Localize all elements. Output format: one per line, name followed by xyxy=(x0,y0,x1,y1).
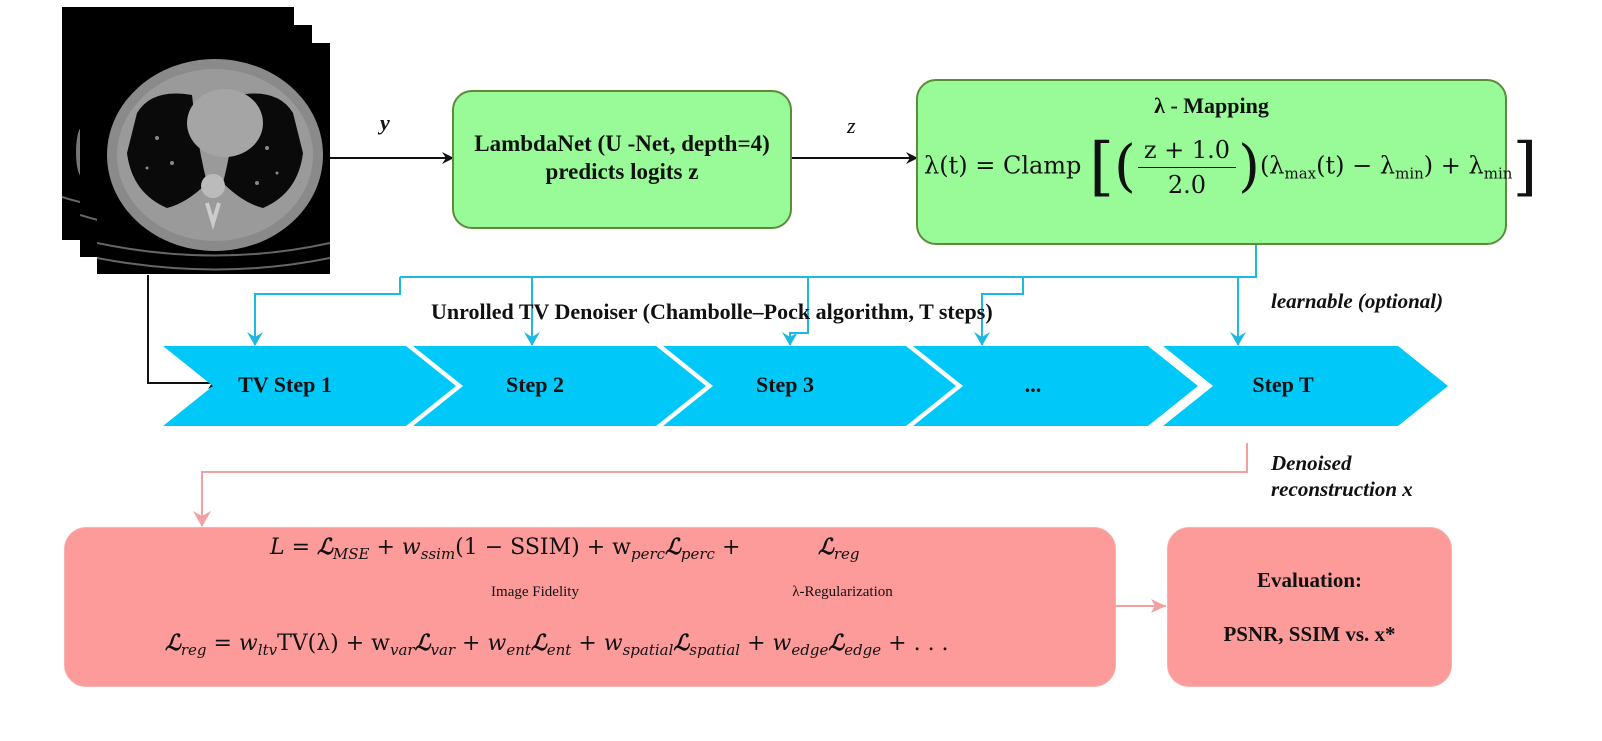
edge-sub2: edge xyxy=(844,641,882,659)
plus-w-spatial: + w xyxy=(571,631,623,656)
output-label-line2: reconstruction x xyxy=(1271,477,1413,501)
loss-perc-symbol: ℒ xyxy=(665,534,681,560)
edge-sub: edge xyxy=(791,641,829,659)
ct-chest-slice-icon xyxy=(97,59,330,271)
sub-min: min xyxy=(1395,164,1424,183)
loss-L: L xyxy=(270,535,285,560)
sub-max: max xyxy=(1284,164,1317,183)
reg-sub: reg xyxy=(180,641,207,659)
chevron-step-T xyxy=(1163,346,1448,426)
formula-lhs: λ(t) = Clamp xyxy=(924,151,1082,180)
loss-reg-symbol: ℒ xyxy=(818,534,834,560)
loss-reg-term: ℒreg xyxy=(818,534,860,563)
lambdanet-line1: LambdaNet (U -Net, depth=4) xyxy=(474,131,770,156)
reg-eq: = w xyxy=(206,631,258,656)
output-label-line1: Denoised xyxy=(1271,451,1352,475)
edge-stepT-to-loss xyxy=(193,443,1248,527)
spatial-symbol: ℒ xyxy=(673,630,690,656)
chevron-step-ellipsis xyxy=(913,346,1198,426)
tv-term: TV(λ) + w xyxy=(277,631,391,656)
loss-plus-w: + w xyxy=(369,535,421,560)
step-2-label[interactable]: Step 2 xyxy=(505,372,565,397)
loss-reg-sub: reg xyxy=(833,545,860,563)
formula-rhs-mid: (t) − λ xyxy=(1316,151,1396,180)
loss-mse-sub: MSE xyxy=(332,545,370,563)
edge-lambda-trunk xyxy=(400,244,1257,278)
var-sub: var xyxy=(390,641,415,659)
ltv-sub: ltv xyxy=(257,641,278,659)
edge-symbol: ℒ xyxy=(828,630,845,656)
loss-formula-line1: L = ℒMSE + wssim(1 − SSIM) + wpercℒperc … xyxy=(270,534,740,563)
chevron-step-3 xyxy=(663,346,956,426)
chevron-step-2 xyxy=(413,346,706,426)
brace-label-regularization: λ-Regularization xyxy=(792,584,893,600)
step-3-label[interactable]: Step 3 xyxy=(755,372,815,397)
lambdanet-line2: predicts logits z xyxy=(545,159,699,184)
step-ellipsis-label[interactable]: ... xyxy=(1024,372,1042,397)
open-bracket: [ xyxy=(1089,130,1115,204)
lambdanet-label: LambdaNet (U -Net, depth=4) predicts log… xyxy=(454,130,790,186)
edge-image-to-step1 xyxy=(147,275,220,389)
fraction-denominator: 2.0 xyxy=(1167,170,1207,199)
open-paren: ( xyxy=(1114,134,1136,199)
close-bracket: ] xyxy=(1512,130,1538,204)
ent-sub2: ent xyxy=(546,641,572,659)
loss-ssim-term: (1 − SSIM) + w xyxy=(455,535,631,560)
loss-node[interactable] xyxy=(64,527,1116,687)
close-paren: ) xyxy=(1238,134,1260,199)
edge-lambda-to-step-ellipsis xyxy=(974,277,1024,346)
var-sub2: var xyxy=(430,641,456,659)
var-symbol: ℒ xyxy=(414,630,431,656)
edge-label-z: z xyxy=(847,113,856,138)
edge-lambda-to-step1 xyxy=(247,277,401,346)
loss-mse-symbol: ℒ xyxy=(317,534,333,560)
loss-formula-line2: ℒreg = wltvTV(λ) + wvarℒvar + wentℒent +… xyxy=(165,630,949,659)
evaluation-node[interactable]: Evaluation: PSNR, SSIM vs. x* xyxy=(1167,527,1452,687)
brace-label-image-fidelity: Image Fidelity xyxy=(491,584,579,600)
output-label: Denoised reconstruction x xyxy=(1271,450,1413,502)
reg-symbol: ℒ xyxy=(165,630,181,656)
spatial-sub: spatial xyxy=(622,641,674,659)
lambda-mapping-title: λ - Mapping xyxy=(1154,93,1269,118)
plus-w-ent: + w xyxy=(455,631,507,656)
edge-lambda-to-step3 xyxy=(782,277,809,346)
denoiser-title: Unrolled TV Denoiser (Chambolle–Pock alg… xyxy=(431,299,993,324)
loss-plus-end: + xyxy=(714,535,741,560)
edge-label-y: y xyxy=(380,110,390,135)
sub-min-2: min xyxy=(1483,164,1513,183)
learnable-label: learnable (optional) xyxy=(1271,289,1444,313)
ct-image-front xyxy=(97,43,330,274)
formula-rhs-open: (λ xyxy=(1259,151,1285,180)
chevron-step-1 xyxy=(163,346,456,426)
step-T-label[interactable]: Step T xyxy=(1252,372,1314,397)
ent-sub: ent xyxy=(506,641,531,659)
fraction-numerator: z + 1.0 xyxy=(1137,136,1237,168)
spatial-sub2: spatial xyxy=(689,641,741,659)
evaluation-metrics: PSNR, SSIM vs. x* xyxy=(1223,622,1396,646)
ent-symbol: ℒ xyxy=(530,630,547,656)
loss-perc-sub2: perc xyxy=(680,545,715,563)
plus-w-edge: + w xyxy=(740,631,792,656)
step-1-label[interactable]: TV Step 1 xyxy=(238,372,332,397)
loss-ssim-sub: ssim xyxy=(420,545,456,563)
evaluation-title: Evaluation: xyxy=(1256,568,1363,592)
lambdanet-node[interactable]: LambdaNet (U -Net, depth=4) predicts log… xyxy=(452,90,792,229)
loss-perc-sub: perc xyxy=(630,545,666,563)
formula-rhs-close: ) + λ xyxy=(1423,151,1484,180)
reg-tail: + . . . xyxy=(881,631,949,656)
loss-eq: = xyxy=(284,535,318,560)
